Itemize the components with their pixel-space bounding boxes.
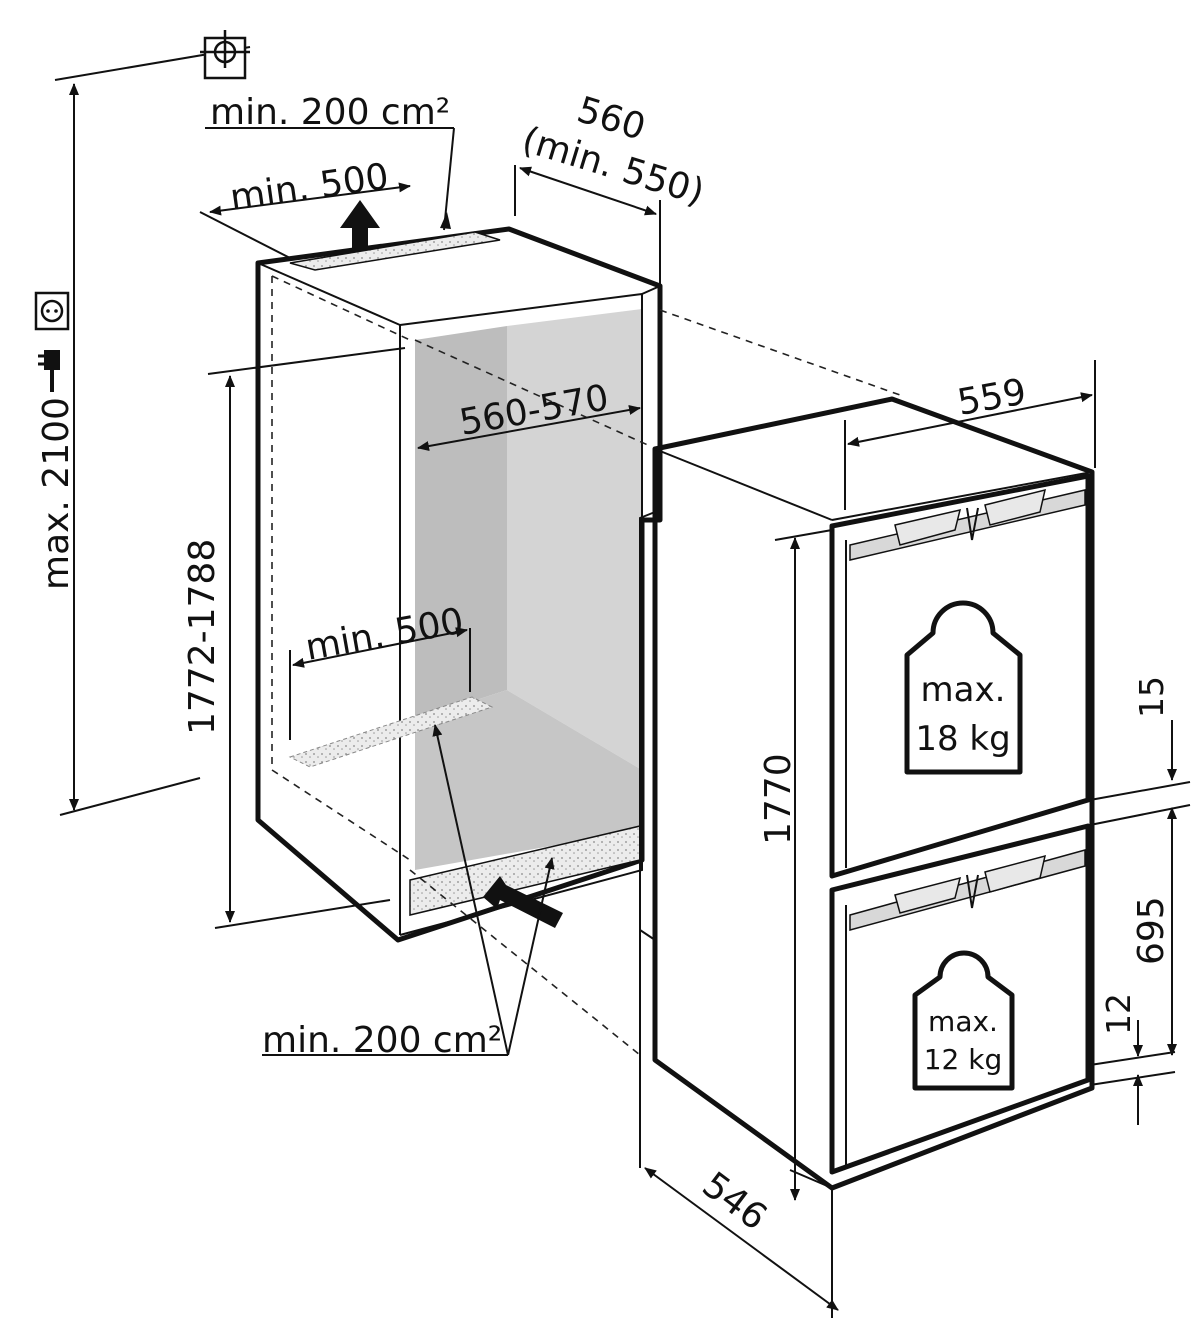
niche-height-label: 1772-1788 [182, 539, 223, 735]
gap-bottom-label: 12 [1099, 993, 1138, 1035]
bottom-vent-area-label: min. 200 cm² [262, 1020, 502, 1061]
niche-cavity-back-wall [507, 309, 642, 770]
weight-icon: max. 12 kg [912, 950, 1015, 1091]
inlet-arrow-icon [483, 876, 563, 928]
door-height-label: 695 [1131, 896, 1172, 965]
lower-door-hinge-plate [849, 849, 1086, 931]
lower-door [829, 823, 1091, 1175]
niche-cavity-left-wall [415, 326, 507, 720]
appliance: max. 18 kg max. 12 kg [639, 396, 1095, 1191]
appliance-height-label: 1770 [758, 753, 799, 845]
gap-top-label: 15 [1132, 676, 1171, 718]
lower-weight-line1: max. [928, 1005, 998, 1038]
max-height-label: max. 2100 [36, 397, 77, 590]
top-vent [289, 231, 501, 271]
exhaust-arrow-icon [340, 200, 380, 249]
upper-door-hinge-plate [849, 488, 1086, 561]
lower-weight-line2: 12 kg [924, 1043, 1003, 1076]
top-vent-area-label: min. 200 cm² [210, 92, 450, 133]
weight-icon: max. 18 kg [904, 600, 1023, 775]
water-connection-icon [200, 30, 250, 80]
upper-weight-line2: 18 kg [915, 719, 1010, 759]
upper-door [829, 473, 1091, 879]
power-plug-icon [38, 350, 60, 392]
appliance-depth-label: 546 [695, 1164, 775, 1238]
floor-vent [288, 696, 494, 768]
appliance-width-label: 559 [954, 372, 1029, 424]
upper-weight-line1: max. [921, 670, 1006, 710]
niche-cavity-floor [415, 690, 642, 870]
dimension-lines [54, 46, 1191, 1318]
power-socket-icon [34, 291, 70, 331]
